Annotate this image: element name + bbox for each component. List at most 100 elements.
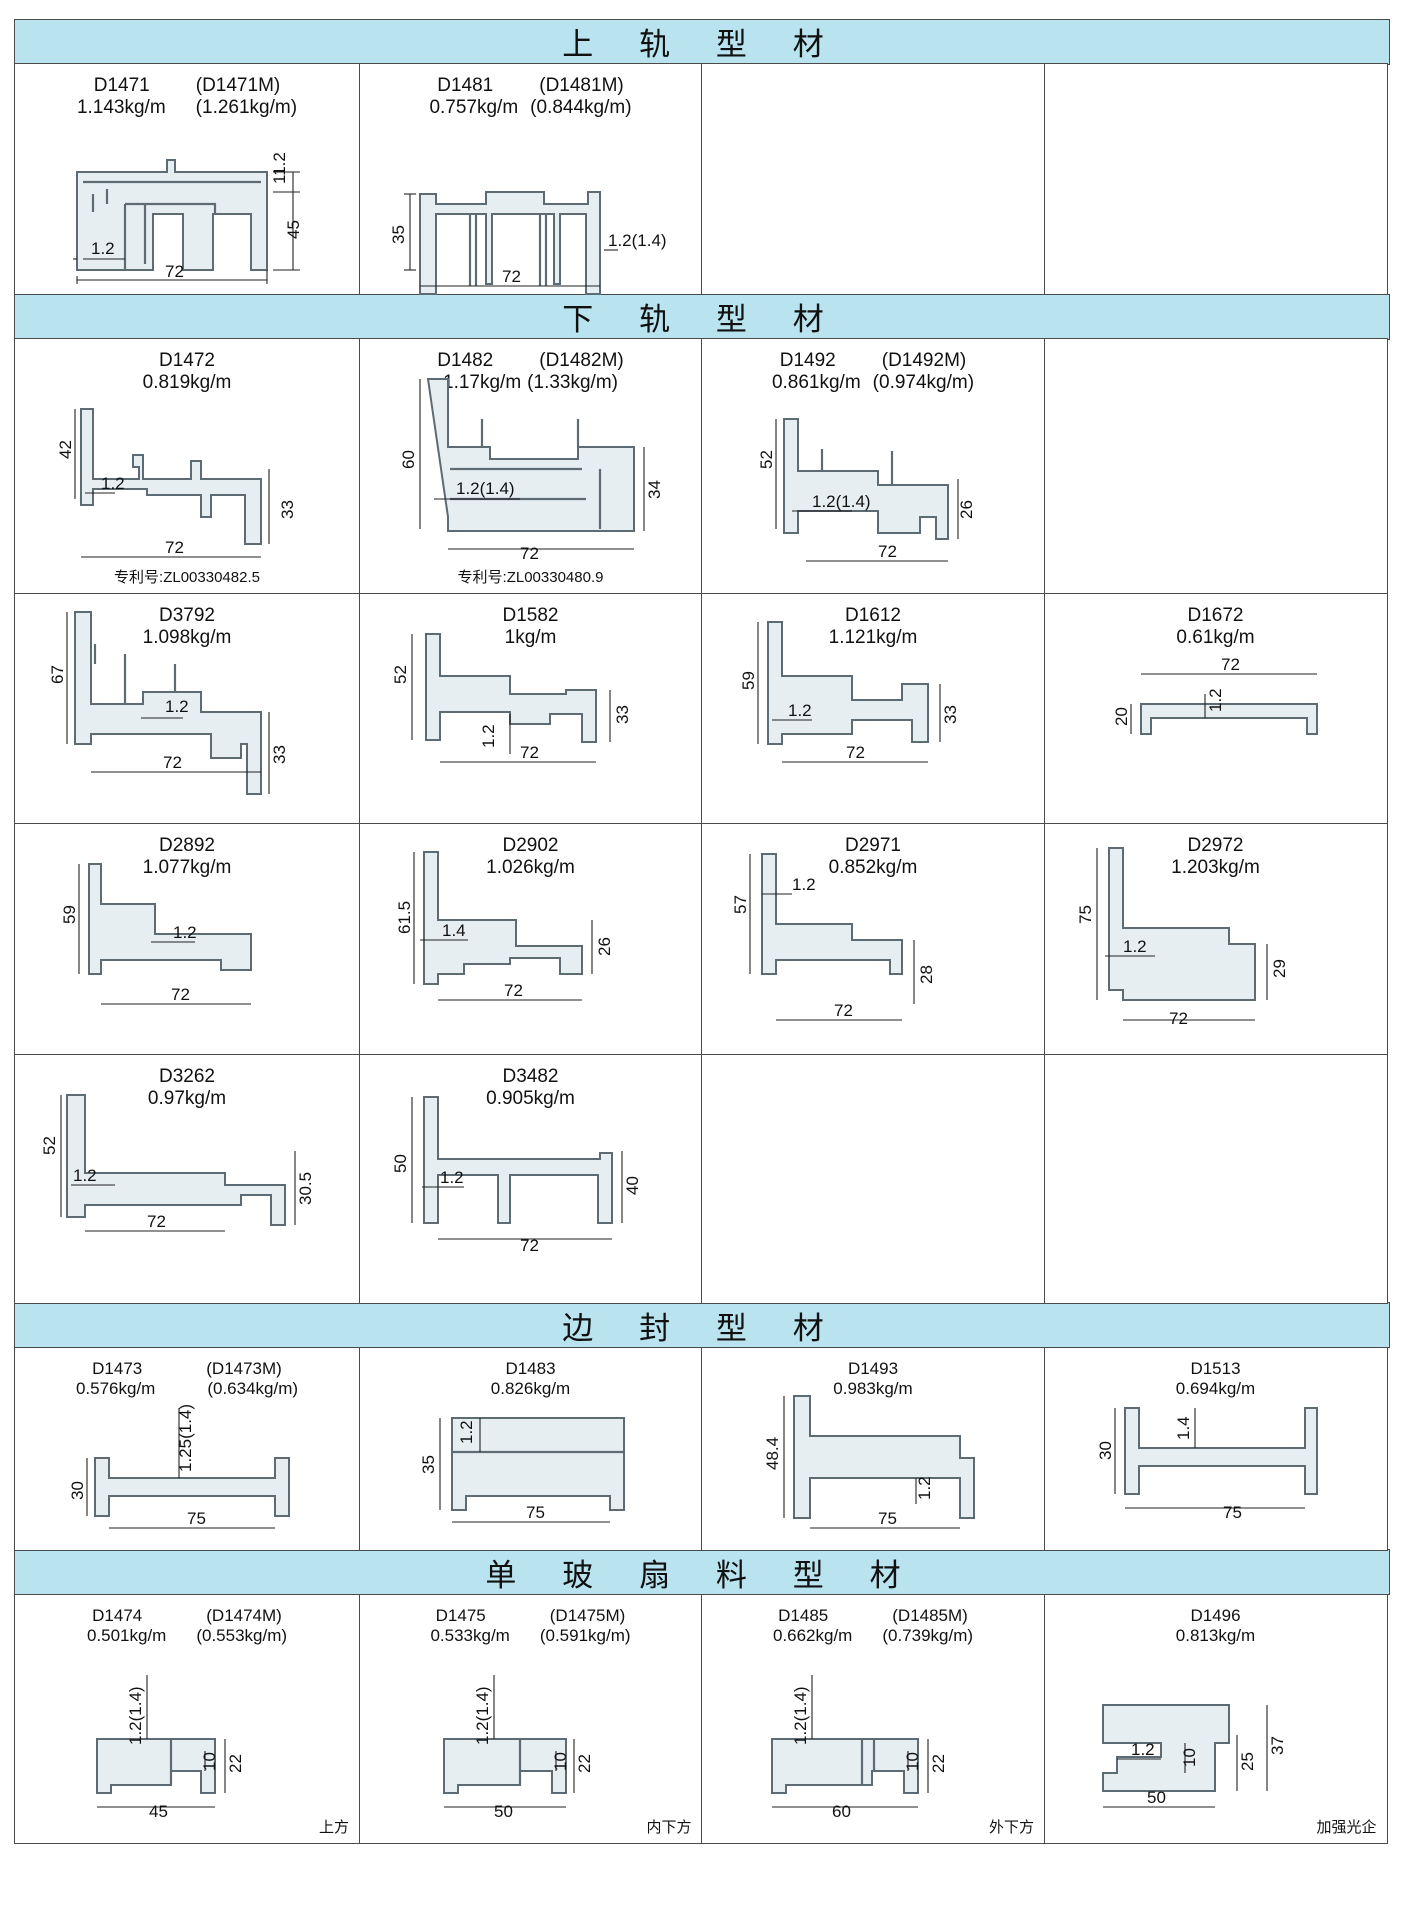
svg-text:72: 72 (520, 743, 539, 762)
empty-cell (1043, 63, 1388, 295)
profile-drawing: 1.2(1.4) 10 22 50 (442, 1674, 594, 1821)
svg-text:61.5: 61.5 (395, 901, 414, 934)
profile-drawing: 42 1.2 33 72 (56, 408, 297, 558)
empty-cell (701, 1053, 1045, 1304)
svg-text:1.2: 1.2 (73, 1166, 97, 1185)
empty-cell (701, 63, 1045, 295)
svg-text:50: 50 (391, 1154, 410, 1173)
svg-text:35: 35 (389, 225, 408, 244)
svg-text:22: 22 (929, 1754, 948, 1773)
svg-text:10: 10 (1180, 1748, 1199, 1767)
svg-text:75: 75 (878, 1509, 897, 1528)
svg-text:59: 59 (60, 905, 79, 924)
svg-text:52: 52 (391, 665, 410, 684)
profile-drawing: 52 1.2 33 72 (391, 632, 632, 763)
svg-text:50: 50 (494, 1802, 513, 1821)
svg-text:28: 28 (917, 965, 936, 984)
svg-text:1.2: 1.2 (101, 474, 125, 493)
svg-text:72: 72 (1169, 1009, 1188, 1028)
svg-text:60: 60 (399, 450, 418, 469)
profile-code: D1471 (93, 75, 150, 96)
svg-text:1.2(1.4): 1.2(1.4) (473, 1686, 492, 1745)
svg-text:60: 60 (832, 1802, 851, 1821)
svg-text:22: 22 (575, 1754, 594, 1773)
svg-text:34: 34 (645, 480, 664, 499)
svg-text:29: 29 (1270, 959, 1289, 978)
svg-text:25: 25 (1238, 1752, 1257, 1771)
profile-cell-d1482: D1482(D1482M) 1.17kg/m(1.33kg/m) 60 1.2(… (358, 338, 703, 594)
svg-text:48.4: 48.4 (763, 1436, 782, 1469)
svg-text:72: 72 (504, 981, 523, 1000)
profile-cell-d1474: D1474(D1474M) 0.501kg/m(0.553kg/m) 1.2(1… (14, 1593, 360, 1844)
row-top-rail: D1471(D1471M) 1.143kg/m(1.261kg/m) 11.2 … (14, 63, 1390, 295)
section-header-side-seal: 边 封 型 材 (14, 1302, 1390, 1348)
empty-cell (1043, 1053, 1388, 1304)
svg-text:75: 75 (187, 1509, 206, 1528)
svg-text:10: 10 (903, 1752, 922, 1771)
svg-text:72: 72 (502, 267, 521, 286)
svg-text:1.2: 1.2 (479, 724, 498, 748)
svg-text:1.25(1.4): 1.25(1.4) (176, 1403, 195, 1471)
row-side-seal: D1473(D1473M) 0.576kg/m(0.634kg/m) 1.25(… (14, 1346, 1390, 1551)
profile-drawing: 75 1.2 29 72 (1076, 847, 1289, 1028)
svg-text:72: 72 (1221, 655, 1240, 674)
svg-text:33: 33 (270, 745, 289, 764)
profile-drawing: 1.2 57 28 72 (731, 853, 936, 1021)
svg-text:26: 26 (595, 937, 614, 956)
position-label: 内下方 (646, 1818, 692, 1836)
profile-drawing: 11.2 45 1.2 72 (73, 152, 303, 284)
profile-weight: 1.143kg/m (76, 97, 166, 118)
svg-text:1.4: 1.4 (442, 921, 466, 940)
empty-cell (1043, 338, 1388, 594)
svg-text:1.2(1.4): 1.2(1.4) (791, 1686, 810, 1745)
patent-number: 专利号:ZL00330482.5 (114, 569, 260, 586)
profile-drawing: 61.5 1.4 26 72 (395, 851, 614, 1001)
svg-text:1.2(1.4): 1.2(1.4) (608, 231, 667, 250)
position-label: 上方 (318, 1818, 349, 1836)
svg-text:22: 22 (226, 1754, 245, 1773)
profile-drawing: 1.2(1.4) 10 22 60 (771, 1674, 948, 1821)
svg-text:1.2(1.4): 1.2(1.4) (812, 492, 871, 511)
section-header-bottom-rail: 下 轨 型 材 (14, 293, 1390, 340)
svg-text:72: 72 (163, 753, 182, 772)
svg-text:72: 72 (520, 544, 539, 563)
svg-text:30.5: 30.5 (296, 1171, 315, 1204)
svg-text:1.2: 1.2 (1123, 937, 1147, 956)
svg-text:50: 50 (1147, 1788, 1166, 1807)
catalog-sheet: 上 轨 型 材 D1471(D1471M) 1.143kg/m(1.261kg/… (14, 18, 1390, 1844)
profile-drawing: 1.2(1.4) 10 22 45 (96, 1674, 245, 1821)
profile-drawing: 59 1.2 72 (60, 863, 252, 1005)
svg-text:57: 57 (731, 895, 750, 914)
profile-cell-d1471: D1471(D1471M) 1.143kg/m(1.261kg/m) 11.2 … (14, 63, 360, 295)
section-header-top-rail: 上 轨 型 材 (14, 18, 1390, 65)
profile-drawing: 52 1.2(1.4) 26 72 (757, 418, 976, 562)
svg-text:33: 33 (613, 705, 632, 724)
svg-text:1.2: 1.2 (915, 1476, 934, 1500)
profile-drawing: 1.2 10 25 37 50 (1101, 1703, 1287, 1808)
svg-text:35: 35 (419, 1455, 438, 1474)
svg-text:45: 45 (149, 1802, 168, 1821)
svg-text:67: 67 (48, 665, 67, 684)
svg-text:10: 10 (551, 1752, 570, 1771)
svg-text:72: 72 (171, 985, 190, 1004)
svg-text:75: 75 (526, 1503, 545, 1522)
svg-text:1.2(1.4): 1.2(1.4) (126, 1686, 145, 1745)
svg-text:72: 72 (520, 1236, 539, 1255)
svg-text:1.2: 1.2 (792, 875, 816, 894)
svg-text:72: 72 (165, 262, 184, 281)
position-label: 加强光企 (1316, 1818, 1377, 1836)
section-header-sash: 单 玻 扇 料 型 材 (14, 1549, 1390, 1595)
position-label: 外下方 (988, 1818, 1034, 1836)
profile-drawing: 60 1.2(1.4) 34 72 (399, 378, 664, 563)
profile-cell-d1473: D1473(D1473M) 0.576kg/m(0.634kg/m) 1.25(… (14, 1346, 360, 1551)
svg-text:72: 72 (846, 743, 865, 762)
svg-text:40: 40 (623, 1176, 642, 1195)
